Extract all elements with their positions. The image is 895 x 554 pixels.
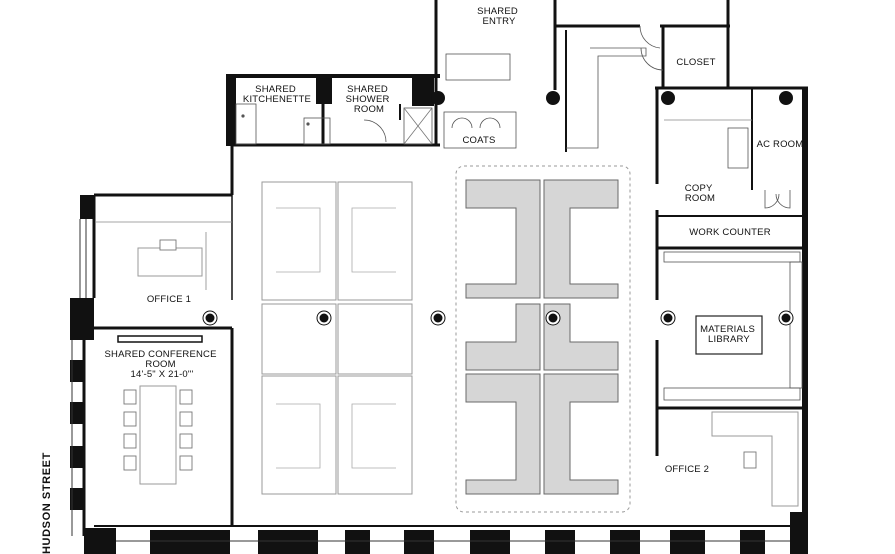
label-shared-conference-room: SHARED CONFERENCE ROOM 14'-5" X 21-0"' — [105, 349, 220, 380]
workstations-open — [261, 181, 413, 495]
label-shared-kitchenette: SHARED KITCHENETTE — [243, 84, 311, 105]
walls — [70, 0, 808, 554]
label-coats: COATS — [462, 135, 495, 146]
label-office-1: OFFICE 1 — [147, 294, 191, 305]
furniture — [96, 25, 803, 507]
room-labels: SHARED ENTRY CLOSET SHARED KITCHENETTE S… — [105, 6, 804, 475]
workstations-cubicles — [455, 165, 631, 513]
label-work-counter: WORK COUNTER — [689, 227, 771, 238]
label-ac-room: AC ROOM — [757, 139, 804, 150]
label-shared-shower-room: SHARED SHOWER ROOM — [346, 84, 393, 115]
label-materials-library: MATERIALS LIBRARY — [700, 324, 758, 345]
structural-columns — [202, 91, 794, 326]
label-closet: CLOSET — [676, 57, 715, 68]
label-copy-room: COPY ROOM — [685, 183, 715, 204]
label-shared-entry: SHARED ENTRY — [477, 6, 521, 27]
label-office-2: OFFICE 2 — [665, 464, 709, 475]
street-label: HUDSON STREET — [41, 452, 53, 554]
